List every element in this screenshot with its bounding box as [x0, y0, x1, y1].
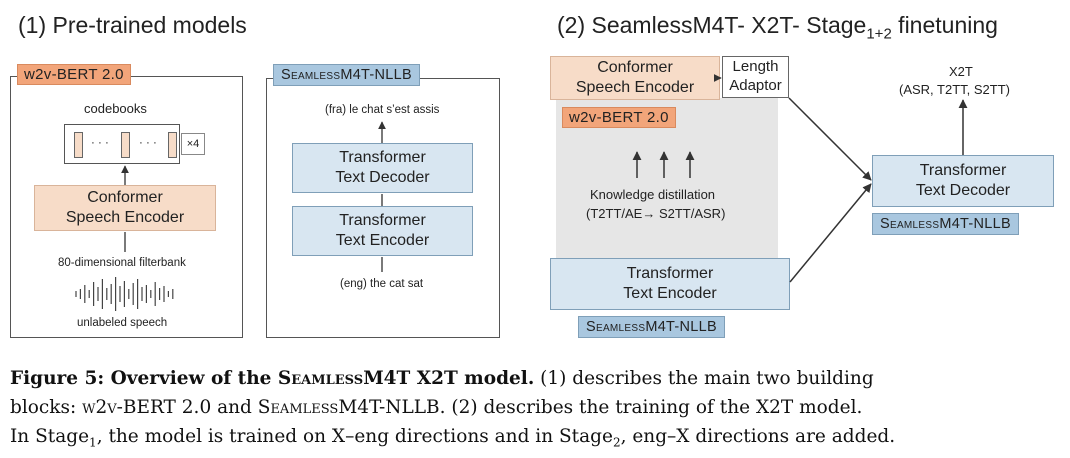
caption-fig-label-a: Figure 5: Overview of the	[10, 368, 278, 389]
caption-line-2: blocks: w2v-BERT 2.0 and SeamlessM4T-NLL…	[10, 393, 1062, 422]
caption-line3-c: , eng–X directions are added.	[620, 426, 896, 447]
right-title-end: finetuning	[891, 12, 998, 38]
caption-line2-c: M4T-NLLB. (2) describes the training of …	[338, 397, 863, 418]
kd-label-2: (T2TT/AE→ S2TT/ASR)	[586, 206, 726, 221]
nllb-decoder-line-1: Transformer	[339, 149, 426, 166]
left-title: (1) Pre-trained models	[18, 12, 247, 38]
ft-encoder-line-2: Speech Encoder	[575, 79, 695, 96]
codebook-cell-3	[168, 132, 177, 158]
caption-line2-sc2: Seamless	[257, 397, 339, 418]
codebook-dots-2: · · ·	[139, 137, 157, 149]
arrow-textenc-to-decoder	[789, 183, 872, 283]
length-adaptor-line-2: Adaptor	[729, 77, 782, 94]
w2v-bert-tag: w2v-BERT 2.0	[17, 64, 131, 85]
codebook-dots-1: · · ·	[91, 137, 109, 149]
nllb-output-text: (fra) le chat s’est assis	[325, 104, 440, 116]
caption-line3-a: In Stage	[10, 426, 90, 447]
ft-nllb-tag-right: SeamlessM4T-NLLB	[872, 213, 1020, 235]
nllb-tag-text: SeamlessM4T-NLLB	[281, 67, 413, 83]
ft-w2v-bert-tag: w2v-BERT 2.0	[562, 107, 676, 128]
caption-line2-a: blocks:	[10, 397, 83, 418]
nllb-tag: SeamlessM4T-NLLB	[273, 64, 421, 86]
waveform-icon	[75, 277, 174, 311]
ft-text-encoder: Transformer Text Encoder	[550, 258, 790, 310]
right-title-sub: 1+2	[866, 25, 892, 43]
caption-fig-label-end: M4T X2T model.	[363, 368, 535, 389]
ft-nllb-tag-bottom: SeamlessM4T-NLLB	[578, 316, 726, 338]
codebook-cell-1	[74, 132, 83, 158]
caption-fig-sc: Seamless	[277, 368, 364, 389]
caption-line3-sub2: 2	[612, 435, 621, 450]
ft-encoder-t-line-1: Transformer	[626, 265, 714, 282]
repeat-label: ×4	[186, 138, 200, 150]
caption-line3-sub1: 1	[89, 435, 97, 450]
arrow-adaptor-to-decoder	[788, 97, 872, 181]
codebooks-box	[64, 124, 180, 164]
ft-decoder-line-2: Text Decoder	[915, 182, 1011, 199]
w2v-encoder-line-1: Conformer	[87, 189, 163, 206]
caption-line3-b: , the model is trained on X–eng directio…	[96, 426, 613, 447]
ft-encoder-t-line-2: Text Encoder	[623, 285, 717, 302]
ft-text-decoder: Transformer Text Decoder	[872, 155, 1054, 207]
figure-caption: Figure 5: Overview of the SeamlessM4T X2…	[10, 364, 1062, 458]
ft-encoder-line-1: Conformer	[597, 59, 673, 76]
ft-conformer-encoder: Conformer Speech Encoder	[550, 56, 720, 100]
length-adaptor: Length Adaptor	[722, 56, 789, 98]
caption-line2-b: 2.0 and	[175, 397, 258, 418]
x2t-label-2: (ASR, T2TT, S2TT)	[899, 82, 1010, 97]
x2t-label-1: X2T	[949, 64, 973, 79]
nllb-text-decoder: Transformer Text Decoder	[292, 143, 473, 193]
w2v-encoder-line-2: Speech Encoder	[65, 209, 185, 226]
ft-nllb-tag-bottom-text: SeamlessM4T-NLLB	[586, 319, 718, 335]
length-adaptor-line-1: Length	[732, 58, 779, 76]
nllb-decoder-line-2: Text Decoder	[335, 169, 430, 186]
w2v-conformer-encoder: Conformer Speech Encoder	[34, 185, 216, 231]
nllb-input-text: (eng) the cat sat	[340, 278, 424, 290]
caption-line-3: In Stage1, the model is trained on X–eng…	[10, 422, 1062, 458]
right-title: (2) SeamlessM4T- X2T- Stage1+2 finetunin…	[557, 12, 998, 43]
caption-fig-label: Figure 5: Overview of the SeamlessM4T X2…	[10, 368, 534, 389]
repeat-box: ×4	[181, 133, 205, 155]
ft-decoder-line-1: Transformer	[919, 162, 1007, 179]
right-title-text: (2) SeamlessM4T- X2T- Stage	[557, 12, 867, 38]
nllb-text-encoder: Transformer Text Encoder	[292, 206, 473, 256]
codebook-cell-2	[121, 132, 130, 158]
unlabeled-speech-label: unlabeled speech	[77, 317, 168, 329]
nllb-encoder-line-2: Text Encoder	[335, 232, 430, 249]
ft-nllb-tag-right-text: SeamlessM4T-NLLB	[880, 216, 1012, 232]
caption-line2-sc1: w2v-BERT	[82, 397, 176, 418]
caption-line1-rest: (1) describes the main two building	[534, 368, 874, 389]
arrows-layer	[121, 74, 968, 283]
filterbank-label: 80-dimensional filterbank	[58, 257, 186, 269]
codebooks-label: codebooks	[84, 101, 147, 116]
kd-label-1: Knowledge distillation	[590, 187, 716, 202]
nllb-encoder-line-1: Transformer	[339, 212, 426, 229]
caption-line-1: Figure 5: Overview of the SeamlessM4T X2…	[10, 364, 1062, 393]
